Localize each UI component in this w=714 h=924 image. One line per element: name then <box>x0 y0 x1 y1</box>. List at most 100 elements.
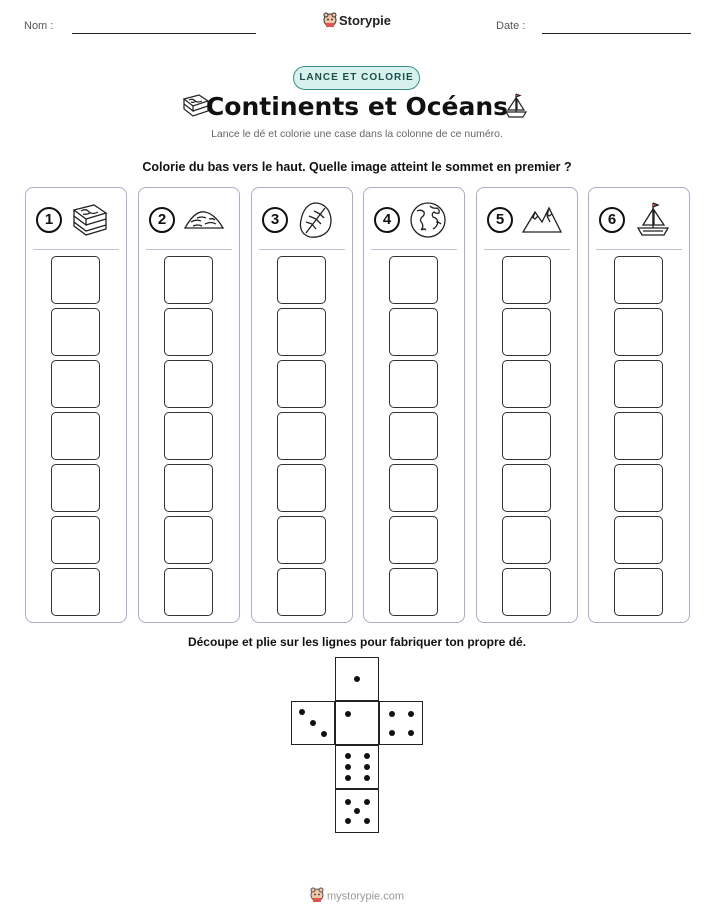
color-cell[interactable] <box>51 464 100 512</box>
color-cell[interactable] <box>614 516 663 564</box>
dice-pip <box>408 730 414 736</box>
dice-face-1 <box>335 701 379 745</box>
column-number: 5 <box>487 207 513 233</box>
color-cell[interactable] <box>389 360 438 408</box>
storypie-logo-icon <box>323 12 337 31</box>
color-cell[interactable] <box>389 464 438 512</box>
color-cell[interactable] <box>502 568 551 616</box>
dice-pip <box>364 775 370 781</box>
dice-pip <box>310 720 316 726</box>
color-cell[interactable] <box>389 568 438 616</box>
color-cell[interactable] <box>51 516 100 564</box>
column-2: 2 <box>138 187 240 623</box>
color-cell[interactable] <box>502 256 551 304</box>
color-cell[interactable] <box>502 464 551 512</box>
dice-pip <box>364 818 370 824</box>
globe-icon <box>408 200 448 245</box>
color-cell[interactable] <box>502 308 551 356</box>
column-header: 4 <box>364 200 464 240</box>
color-cell[interactable] <box>389 308 438 356</box>
column-header: 5 <box>477 200 577 240</box>
date-line <box>542 33 691 34</box>
color-cell[interactable] <box>164 568 213 616</box>
column-number: 2 <box>149 207 175 233</box>
color-cell[interactable] <box>614 568 663 616</box>
color-cell[interactable] <box>614 256 663 304</box>
dice-face-6 <box>335 745 379 789</box>
color-cell[interactable] <box>164 256 213 304</box>
dice-face-3 <box>291 701 335 745</box>
dice-pip <box>364 799 370 805</box>
color-cell[interactable] <box>277 360 326 408</box>
dice-pip <box>364 753 370 759</box>
color-cell[interactable] <box>164 308 213 356</box>
footer-url[interactable]: mystorypie.com <box>326 890 405 903</box>
sailboat-icon <box>633 200 673 245</box>
color-cell[interactable] <box>389 256 438 304</box>
color-cell[interactable] <box>51 308 100 356</box>
dice-pip <box>408 711 414 717</box>
column-divider <box>596 249 682 250</box>
activity-tag: LANCE ET COLORIE <box>293 66 420 90</box>
color-cell[interactable] <box>277 412 326 460</box>
dice-pip <box>345 711 351 717</box>
dice-pip <box>345 818 351 824</box>
dice-pip <box>354 808 360 814</box>
dice-pip <box>345 799 351 805</box>
color-cell[interactable] <box>389 516 438 564</box>
color-cell[interactable] <box>502 516 551 564</box>
color-cell[interactable] <box>51 360 100 408</box>
color-cell[interactable] <box>164 516 213 564</box>
date-label: Date : <box>496 20 526 32</box>
color-cell[interactable] <box>164 360 213 408</box>
color-cell[interactable] <box>614 360 663 408</box>
dice-pip <box>354 676 360 682</box>
column-header: 1 <box>26 200 126 240</box>
color-cell[interactable] <box>502 412 551 460</box>
dice-face-4 <box>379 701 423 745</box>
color-cell[interactable] <box>277 464 326 512</box>
color-cell[interactable] <box>277 516 326 564</box>
dice-face-1 <box>335 657 379 701</box>
brand: Storypie <box>0 12 714 31</box>
column-divider <box>371 249 457 250</box>
color-cell[interactable] <box>51 412 100 460</box>
color-cell[interactable] <box>614 412 663 460</box>
name-label: Nom : <box>24 20 54 32</box>
dice-face-5 <box>335 789 379 833</box>
column-3: 3 <box>251 187 353 623</box>
column-number: 4 <box>374 207 400 233</box>
color-cell[interactable] <box>614 464 663 512</box>
game-instruction: Colorie du bas vers le haut. Quelle imag… <box>142 160 572 174</box>
color-cell[interactable] <box>164 412 213 460</box>
column-number: 3 <box>262 207 288 233</box>
color-cell[interactable] <box>277 308 326 356</box>
sailboat-icon <box>502 92 530 125</box>
color-cell[interactable] <box>164 464 213 512</box>
leaf-icon <box>296 200 336 245</box>
atlas-book-icon <box>181 93 211 124</box>
dice-pip <box>299 709 305 715</box>
footer: mystorypie.com <box>0 887 714 906</box>
column-4: 4 <box>363 187 465 623</box>
sand-dune-icon <box>183 200 225 245</box>
column-header: 3 <box>252 200 352 240</box>
dice-pip <box>345 764 351 770</box>
color-cell[interactable] <box>389 412 438 460</box>
column-6: 6 <box>588 187 690 623</box>
column-number: 1 <box>36 207 62 233</box>
atlas-book-icon <box>70 200 110 245</box>
dice-instruction: Découpe et plie sur les lignes pour fabr… <box>187 635 527 649</box>
dice-pip <box>389 730 395 736</box>
brand-name: Storypie <box>338 12 391 28</box>
color-cell[interactable] <box>277 568 326 616</box>
color-cell[interactable] <box>502 360 551 408</box>
color-cell[interactable] <box>51 568 100 616</box>
mountains-icon <box>521 200 563 245</box>
column-divider <box>146 249 232 250</box>
color-cell[interactable] <box>51 256 100 304</box>
color-cell[interactable] <box>277 256 326 304</box>
page-title: Continents et Océans <box>205 92 509 121</box>
column-divider <box>484 249 570 250</box>
color-cell[interactable] <box>614 308 663 356</box>
